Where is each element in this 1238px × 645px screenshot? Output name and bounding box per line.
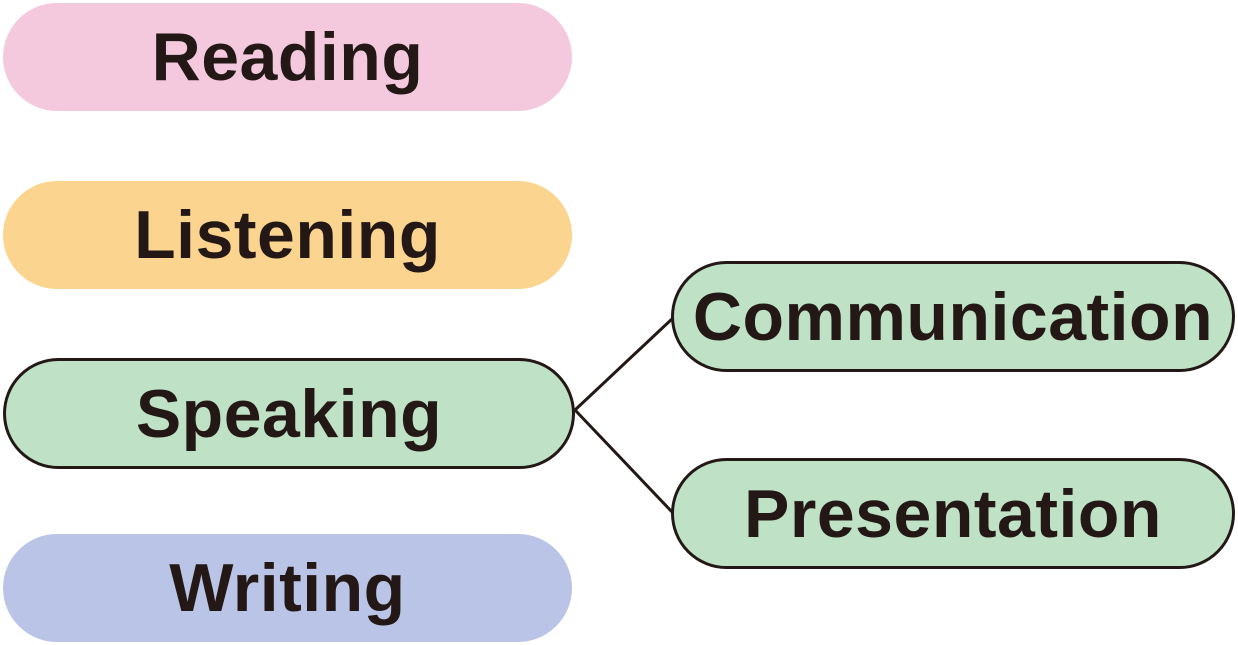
node-reading-label: Reading (151, 19, 424, 95)
node-speaking: Speaking (3, 358, 575, 469)
node-reading: Reading (3, 3, 572, 111)
node-communication: Communication (671, 261, 1235, 372)
connector-speaking-communication (573, 316, 675, 412)
connector-speaking-presentation (573, 408, 675, 515)
node-presentation: Presentation (671, 458, 1235, 569)
node-communication-label: Communication (692, 278, 1214, 355)
node-listening-label: Listening (134, 197, 441, 273)
node-writing-label: Writing (169, 550, 406, 626)
node-writing: Writing (3, 534, 572, 642)
node-presentation-label: Presentation (744, 475, 1162, 552)
node-speaking-label: Speaking (135, 375, 443, 452)
node-listening: Listening (3, 181, 572, 289)
